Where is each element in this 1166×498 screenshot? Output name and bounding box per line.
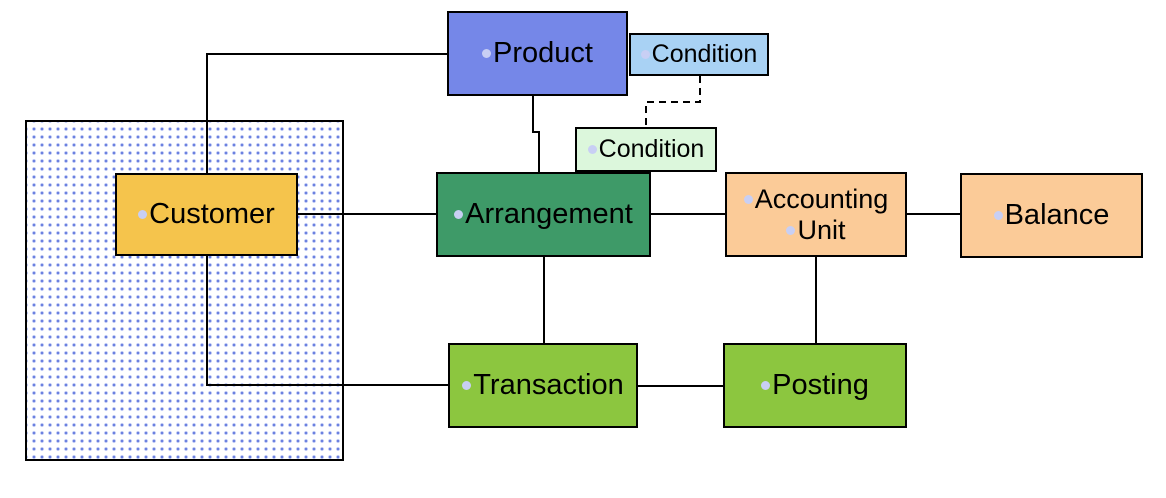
node-product-label: Product [493, 37, 593, 69]
node-customer-label: Customer [149, 198, 275, 230]
bullet-icon [138, 210, 148, 219]
node-condition-product-label: Condition [651, 40, 758, 68]
node-customer[interactable]: Customer [115, 173, 298, 256]
bullet-icon [743, 194, 753, 204]
bullet-icon [993, 211, 1003, 220]
node-balance-label: Balance [1004, 199, 1110, 231]
bullet-icon [482, 49, 492, 58]
node-transaction[interactable]: Transaction [448, 343, 638, 428]
bullet-icon [786, 225, 796, 235]
node-accounting-unit[interactable]: Accounting Unit [725, 172, 907, 257]
node-product[interactable]: Product [447, 11, 628, 96]
node-balance[interactable]: Balance [960, 173, 1143, 258]
node-arrangement[interactable]: Arrangement [436, 172, 651, 257]
bullet-icon [587, 145, 597, 154]
node-condition-arrangement-label: Condition [598, 135, 705, 163]
node-condition-arrangement[interactable]: Condition [575, 127, 717, 172]
connector-condition-condition-dashed [645, 76, 701, 127]
node-condition-product[interactable]: Condition [629, 33, 769, 76]
node-posting-label: Posting [772, 369, 869, 401]
dotted-boundary-region [25, 120, 344, 461]
bullet-icon [454, 210, 464, 219]
node-arrangement-label: Arrangement [465, 198, 633, 230]
node-transaction-label: Transaction [473, 369, 624, 401]
node-accounting-unit-label-line2: Unit [797, 214, 846, 245]
node-posting[interactable]: Posting [723, 343, 907, 428]
bullet-icon [462, 381, 472, 390]
bullet-icon [761, 381, 771, 390]
node-accounting-unit-label-line1: Accounting [754, 183, 889, 214]
connector-product-arrangement [532, 95, 540, 173]
bullet-icon [640, 50, 650, 59]
